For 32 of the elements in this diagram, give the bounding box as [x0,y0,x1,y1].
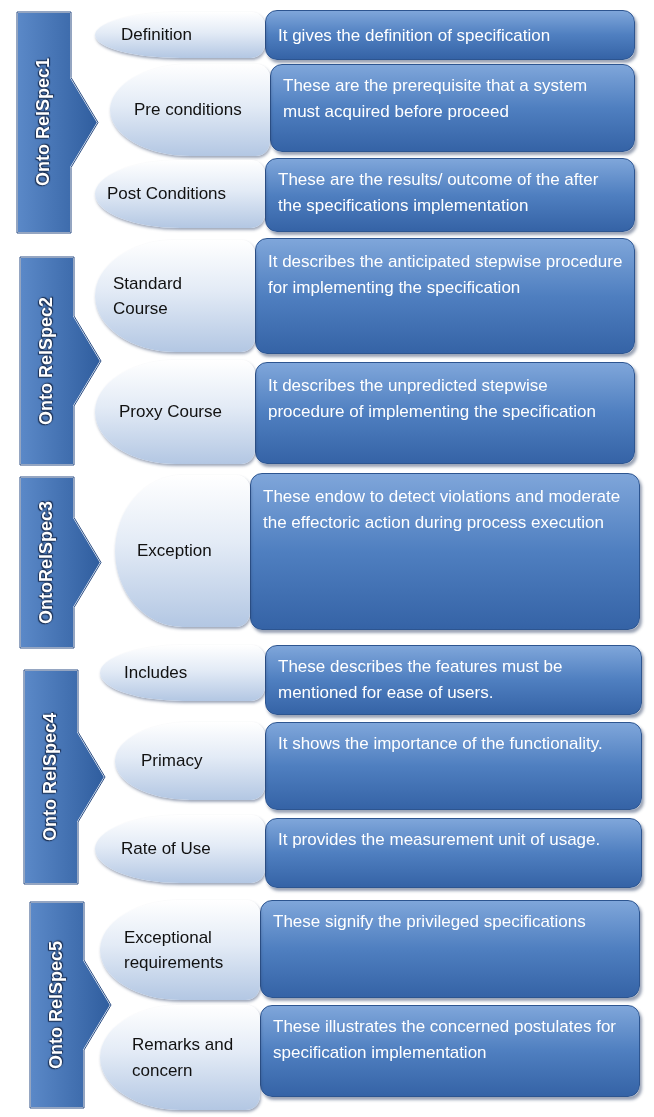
item-label: Definition [95,12,265,58]
description-box: These illustrates the concerned postulates for specification implementation [260,1005,640,1097]
group-banner [18,255,103,467]
item-label: Includes [100,645,265,701]
item-label: Exception [115,475,250,627]
item-label: Proxy Course [95,360,255,464]
group-label: OntoRelSpec3 [35,501,57,624]
description-box: It provides the measurement unit of usage. [265,818,642,888]
description-box: It describes the unpredicted stepwise procedure of implementing the specification [255,362,635,464]
group-banner [28,900,113,1110]
group-label: Onto RelSpec1 [32,58,54,187]
description-box: These are the results/ outcome of the after the specifications implementation [265,158,635,232]
group-banner [22,668,107,886]
item-label: Post Conditions [95,160,265,228]
description-box: These endow to detect violations and moderate the effectoric action during process execution [250,473,640,630]
item-label: Remarks and concern [100,1005,260,1110]
group-label: Onto RelSpec4 [39,713,61,841]
item-label: Primacy [115,722,265,800]
item-label: Exceptional requirements [100,900,260,1000]
description-box: These are the prerequisite that a system must acquired before proceed [270,64,635,152]
description-box: It shows the importance of the functionality. [265,722,642,810]
description-box: These signify the privileged specifications [260,900,640,998]
item-label: Pre conditions [110,64,270,156]
group-banner [15,10,100,235]
item-label: Standard Course [95,240,255,352]
description-box: These describes the features must be mentioned for ease of users. [265,645,642,715]
group-banner [18,475,103,650]
description-box: It describes the anticipated stepwise procedure for implementing the specification [255,238,635,354]
group-label: Onto RelSpec5 [45,941,67,1069]
group-label: Onto RelSpec2 [35,297,57,425]
description-box: It gives the definition of specification [265,10,635,60]
item-label: Rate of Use [95,815,265,883]
